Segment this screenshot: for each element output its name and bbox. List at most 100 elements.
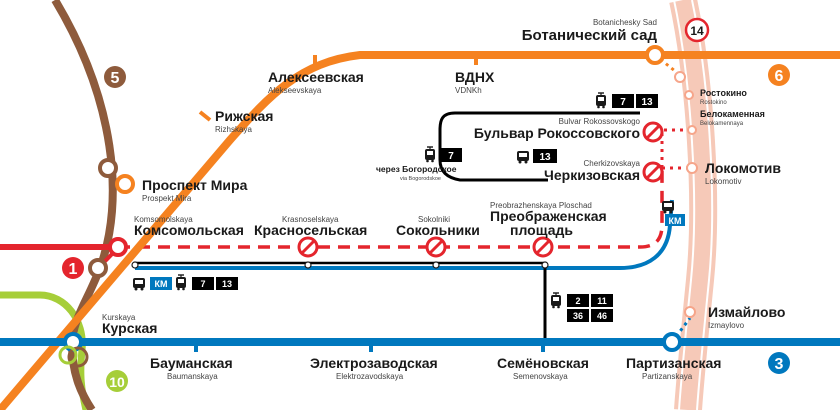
closed-icon-cherkizovskaya <box>642 161 664 183</box>
tram-badge-vertical: 2 11 36 46 <box>550 292 613 322</box>
svg-text:2: 2 <box>575 296 580 306</box>
label-baumanskaya-ru[interactable]: Бауманская <box>150 355 233 371</box>
station-kurskaya-ring-circle[interactable] <box>67 346 89 368</box>
label-vdnh-ru[interactable]: ВДНХ <box>455 69 495 85</box>
svg-text:13: 13 <box>539 152 551 163</box>
line-5-badge: 5 <box>104 66 126 88</box>
label-kurskaya-ru[interactable]: Курская <box>102 320 157 336</box>
tram-badge-via: 7 <box>424 146 462 164</box>
station-kurskaya-l10-circle[interactable] <box>58 345 78 365</box>
label-sokolniki-en: Sokolniki <box>418 215 450 224</box>
label-alekseevskaya-ru[interactable]: Алексеевская <box>268 69 364 85</box>
bus-icon <box>662 201 674 214</box>
svg-text:1: 1 <box>69 261 78 278</box>
km-stop-krasnoselskaya <box>304 261 312 269</box>
station-komsomolskaya-ring-circle[interactable] <box>88 258 108 278</box>
label-botanichesky-ru[interactable]: Ботанический сад <box>522 27 658 44</box>
label-elektrozavodskaya-ru[interactable]: Электрозаводская <box>310 355 438 371</box>
svg-text:КМ: КМ <box>155 279 168 289</box>
station-rostokino-dot[interactable] <box>684 90 694 100</box>
km-badge-lokomotiv: КМ <box>662 201 685 226</box>
label-cherkizovskaya-ru[interactable]: Черкизовская <box>544 167 640 183</box>
line-3-badge: 3 <box>768 352 790 374</box>
label-prospekt-mira-en: Prospekt Mira <box>142 194 192 203</box>
label-semenovskaya-en: Semenovskaya <box>513 372 568 381</box>
station-mcc-botanichesky-circle[interactable] <box>674 71 686 83</box>
line-1-closed-section <box>118 168 664 249</box>
svg-text:7: 7 <box>448 151 454 162</box>
station-lokomotiv-dot[interactable] <box>686 162 698 174</box>
line-3-mcc-link <box>670 317 692 343</box>
label-preobrazhenskaya-ru1[interactable]: Преображенская <box>490 208 607 224</box>
svg-text:10: 10 <box>109 374 125 390</box>
label-via-ru: через Богородское <box>376 164 457 174</box>
line-6-path <box>0 51 840 410</box>
svg-text:14: 14 <box>690 24 704 38</box>
svg-text:46: 46 <box>597 311 607 321</box>
km-badge-komsomolskaya: КМ 7 13 <box>133 274 238 291</box>
km-stop-komsomolskaya <box>131 261 139 269</box>
tram-badge-top: 7 13 <box>595 92 658 110</box>
label-elektrozavodskaya-en: Elektrozavodskaya <box>336 372 404 381</box>
mcc-line-right <box>691 0 714 410</box>
label-bulvar-ru[interactable]: Бульвар Рокоссовского <box>474 125 640 141</box>
label-rizhskaya-en: Rizhskaya <box>215 125 252 134</box>
closed-icon-sokolniki <box>425 236 447 258</box>
km-stop-sokolniki <box>432 261 440 269</box>
station-botanichesky-circle[interactable] <box>645 45 665 65</box>
svg-text:7: 7 <box>620 97 626 108</box>
svg-text:36: 36 <box>573 311 583 321</box>
mcc-line-left <box>673 0 696 410</box>
bus-icon <box>517 151 529 164</box>
label-botanichesky-en: Botanichesky Sad <box>593 18 657 27</box>
tram-icon <box>175 274 187 291</box>
label-krasnoselskaya-ru[interactable]: Красносельская <box>254 222 367 238</box>
label-partizanskaya-en: Partizanskaya <box>642 372 693 381</box>
tram-loop <box>438 111 640 182</box>
label-lokomotiv-en: Lokomotiv <box>705 177 741 186</box>
km-blue-line <box>135 199 674 270</box>
station-izmaylovo-dot[interactable] <box>684 306 696 318</box>
km-stop-preobrazhenskaya <box>541 261 549 269</box>
station-prospekt-mira-ring-circle[interactable] <box>98 158 118 178</box>
label-partizanskaya-ru[interactable]: Партизанская <box>626 355 721 371</box>
station-komsomolskaya-circle[interactable] <box>108 237 128 257</box>
label-semenovskaya-ru[interactable]: Семёновская <box>497 355 589 371</box>
station-belokamennaya-dot[interactable] <box>687 125 697 135</box>
label-rostokino-en: Rostokino <box>700 100 727 106</box>
label-belokamennaya-en: Belokamennaya <box>700 121 744 127</box>
tick-rizhskaya <box>198 110 212 122</box>
closed-icon-bulvar <box>642 121 664 143</box>
station-partizanskaya-circle[interactable] <box>662 332 682 352</box>
mcc-band <box>669 0 718 410</box>
tram-icon <box>424 146 436 164</box>
label-bulvar-en: Bulvar Rokossovskogo <box>559 117 641 126</box>
svg-text:3: 3 <box>775 356 784 373</box>
svg-text:КМ: КМ <box>669 216 682 226</box>
svg-text:6: 6 <box>775 68 784 85</box>
svg-text:13: 13 <box>222 279 232 289</box>
label-preobrazhenskaya-en: Preobrazhenskaya Ploschad <box>490 201 592 210</box>
label-izmaylovo-ru[interactable]: Измайлово <box>708 304 785 320</box>
label-rostokino-ru[interactable]: Ростокино <box>700 88 747 98</box>
label-komsomolskaya-ru[interactable]: Комсомольская <box>134 222 244 238</box>
line-1-closed-branch <box>660 128 690 168</box>
bus-badge-13: 13 <box>517 149 557 164</box>
label-belokamennaya-ru[interactable]: Белокаменная <box>700 109 765 119</box>
label-sokolniki-ru[interactable]: Сокольники <box>396 222 480 238</box>
label-lokomotiv-ru[interactable]: Локомотив <box>705 160 781 176</box>
label-baumanskaya-en: Baumanskaya <box>167 372 218 381</box>
station-prospekt-mira-circle[interactable] <box>115 174 135 194</box>
line-6-mcc-link <box>654 53 681 77</box>
label-preobrazhenskaya-ru2[interactable]: площадь <box>510 222 573 238</box>
svg-text:5: 5 <box>111 70 120 87</box>
label-prospekt-mira-ru[interactable]: Проспект Мира <box>142 177 248 193</box>
label-kurskaya-en: Kurskaya <box>102 313 136 322</box>
tram-icon <box>595 92 607 110</box>
line-14-badge: 14 <box>684 17 710 43</box>
tram-icon <box>550 292 562 309</box>
label-krasnoselskaya-en: Krasnoselskaya <box>282 215 339 224</box>
label-rizhskaya-ru[interactable]: Рижская <box>215 108 273 124</box>
